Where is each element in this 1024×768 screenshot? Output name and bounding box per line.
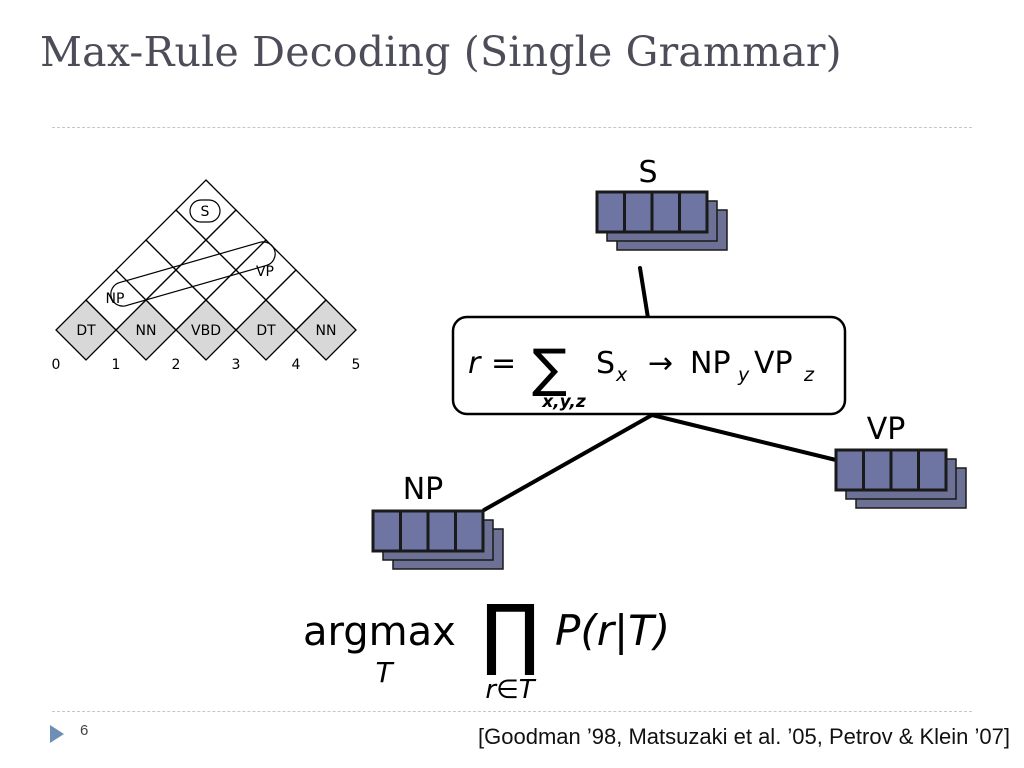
position-index-label: 5 bbox=[352, 357, 361, 373]
formula-child1: NP bbox=[690, 346, 731, 381]
citation: [Goodman ’98, Matsuzaki et al. ’05, Petr… bbox=[478, 724, 1010, 749]
formula-child2-sub: z bbox=[803, 364, 815, 386]
constituent-label-s: S bbox=[201, 204, 210, 220]
tree-edges bbox=[482, 266, 838, 512]
pos-cell bbox=[295, 299, 357, 361]
product-symbol: ∏ bbox=[481, 589, 540, 679]
constituent-label-np: NP bbox=[106, 291, 125, 307]
argmax-formula: argmax T ∏ r∈T P(r|T) bbox=[303, 589, 670, 700]
edge-rule-to-np bbox=[482, 413, 654, 512]
formula-sum-subscript: x,y,z bbox=[541, 392, 586, 412]
constituent-label-vp: VP bbox=[256, 264, 274, 280]
formula-equals: = bbox=[491, 346, 516, 381]
page-number: 6 bbox=[80, 722, 89, 739]
tree-node-vp-label: VP bbox=[867, 412, 906, 447]
title-divider bbox=[52, 127, 972, 128]
np-vp-connector-shape bbox=[110, 241, 276, 307]
tree-node-s-label: S bbox=[638, 155, 657, 190]
footer-divider bbox=[52, 711, 972, 712]
formula-sum-symbol: ∑ bbox=[532, 339, 567, 399]
pos-tag-label: VBD bbox=[191, 323, 221, 339]
probability-expression: P(r|T) bbox=[555, 606, 670, 655]
edge-s-to-rule bbox=[638, 266, 650, 320]
formula-child1-sub: y bbox=[737, 364, 750, 386]
tree-node-np-label: NP bbox=[403, 472, 444, 507]
position-index-label: 1 bbox=[112, 357, 121, 373]
product-subscript: r∈T bbox=[485, 675, 536, 700]
play-arrow-icon[interactable] bbox=[50, 725, 64, 743]
pos-tag-label: NN bbox=[316, 323, 337, 339]
pos-tag-label: DT bbox=[76, 323, 96, 339]
formula-parent: S bbox=[596, 346, 615, 381]
s-constituent-oval bbox=[189, 199, 221, 223]
rule-formula-box: r = ∑ x,y,z S x → NP y VP z bbox=[451, 315, 847, 416]
formula-parent-sub: x bbox=[615, 364, 628, 386]
position-index-label: 0 bbox=[52, 357, 61, 373]
argmax-subscript: T bbox=[375, 656, 394, 689]
np-state-box-stack bbox=[371, 509, 504, 570]
formula-arrow: → bbox=[648, 346, 673, 381]
edge-rule-to-vp bbox=[650, 413, 838, 462]
argmax-operator: argmax bbox=[303, 609, 456, 655]
s-state-box-stack bbox=[595, 190, 728, 251]
parse-diagram: DT NN VBD DT NN 0 1 2 3 4 5 S NP VP S NP VP r = ∑ x,y… bbox=[52, 155, 967, 700]
formula-rule-var: r bbox=[468, 346, 482, 381]
vp-state-box-stack bbox=[834, 448, 967, 509]
slide-title: Max-Rule Decoding (Single Grammar) bbox=[40, 28, 842, 76]
position-index-label: 3 bbox=[232, 357, 241, 373]
pos-tag-label: NN bbox=[136, 323, 157, 339]
pos-tag-label: DT bbox=[256, 323, 276, 339]
position-index-label: 4 bbox=[292, 357, 301, 373]
formula-child2: VP bbox=[754, 346, 793, 381]
parse-chart-grid: DT NN VBD DT NN 0 1 2 3 4 5 S NP VP bbox=[52, 179, 361, 373]
position-index-label: 2 bbox=[172, 357, 181, 373]
